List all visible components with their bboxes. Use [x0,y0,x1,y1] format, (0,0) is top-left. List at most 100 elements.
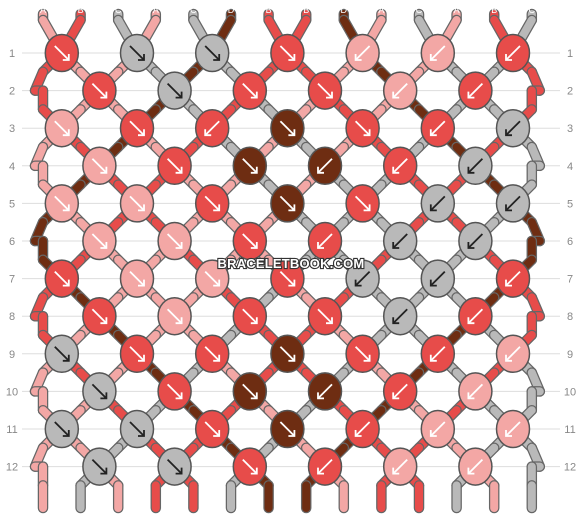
knot-arrow-icon [505,346,521,362]
knot [194,259,230,298]
knot-arrow-icon [467,82,484,99]
knot [307,447,343,486]
knot [307,296,343,336]
knot-arrow-head [429,279,437,287]
knot-arrow-icon [467,158,484,174]
knot-arrow-head [317,242,324,249]
knot-arrow-head [250,392,258,400]
knot [232,146,268,186]
strand-label-bottom: D [303,513,310,523]
knot-arrow-head [505,430,512,437]
knot-arrow-icon [166,458,183,475]
strand-label-bottom: C [453,513,460,523]
row-number-left: 6 [9,236,15,248]
knot [119,409,155,449]
knot [307,71,343,110]
knot-arrow-icon [54,120,70,136]
knot-arrow-icon [467,458,484,475]
knot [458,71,493,110]
knot-arrow-icon [204,421,220,437]
knot-arrow-icon [204,270,220,287]
row-number-right: 10 [564,386,576,398]
knot-arrow-icon [317,233,333,249]
strand-label-top: C [115,5,122,15]
strand-label-top: B [303,5,309,15]
knot [345,108,380,148]
knot-arrow-head [288,129,296,137]
knot [194,184,230,223]
row-number-left: 5 [9,198,15,210]
knot-arrow-icon [505,195,521,212]
knot-arrow-icon [129,45,145,61]
knot-arrow-head [100,242,108,249]
knot-arrow-icon [129,195,145,212]
knot [119,184,155,223]
knot-arrow-head [467,242,475,249]
strand-label-bottom: A [40,513,46,523]
knot-arrow-head [429,54,437,61]
knot [382,221,418,261]
knot [194,409,230,449]
knot-arrow-icon [91,233,108,249]
knot-arrow-icon [129,270,145,287]
strand-label-bottom: A [341,513,347,523]
knot-arrow-head [213,354,221,362]
knot [495,184,531,223]
strand-label-top: D [341,5,348,15]
knot [270,184,305,223]
knot [382,447,418,486]
knot [420,33,456,73]
row-number-right: 4 [567,161,573,173]
knot-arrow-icon [392,233,408,249]
row-number-right: 12 [564,462,576,474]
knot-arrow-head [62,129,70,137]
knot-arrow-head [392,166,400,174]
knot-arrow-head [288,54,296,61]
knot-arrow-head [213,279,221,287]
strand-label-bottom: C [529,513,536,523]
knot [119,259,155,298]
knot [458,447,493,486]
knot [44,409,80,449]
knot-arrow-head [288,354,296,362]
row-number-right: 1 [567,48,573,60]
knot-arrow-head [505,129,512,137]
knot [119,334,155,374]
knot-arrow-head [363,354,371,362]
knot-arrow-icon [392,158,408,174]
knot-grid [44,33,531,486]
knot [82,146,117,186]
knot [420,259,456,298]
knot [44,108,80,148]
knot [82,447,117,486]
knot [345,184,380,223]
row-number-left: 7 [9,274,15,286]
knot [82,296,117,336]
knot-arrow-icon [204,195,220,212]
knot-arrow-icon [505,421,521,437]
knot [495,33,531,73]
knot-arrow-head [505,54,512,61]
knot-arrow-icon [166,383,183,400]
knot-arrow-icon [54,270,70,287]
knot-arrow-head [354,279,362,287]
knot-arrow-icon [317,308,333,324]
knot-arrow-icon [166,308,183,324]
strand-label-top: B [266,5,272,15]
knot-arrow-icon [166,233,183,249]
knot-arrow-icon [430,195,446,212]
knot [495,409,531,449]
knot [232,447,268,486]
knot [270,259,305,298]
knot-arrow-head [100,317,108,325]
strand-label-bottom: B [416,513,422,523]
knot [345,409,380,449]
knot-arrow-icon [430,45,446,61]
knot-arrow-icon [91,308,108,324]
knot [82,372,117,411]
knot-arrow-head [467,91,475,99]
knot-arrow-head [467,392,475,400]
strand-label-bottom: B [190,513,196,523]
knot-arrow-icon [467,308,484,324]
